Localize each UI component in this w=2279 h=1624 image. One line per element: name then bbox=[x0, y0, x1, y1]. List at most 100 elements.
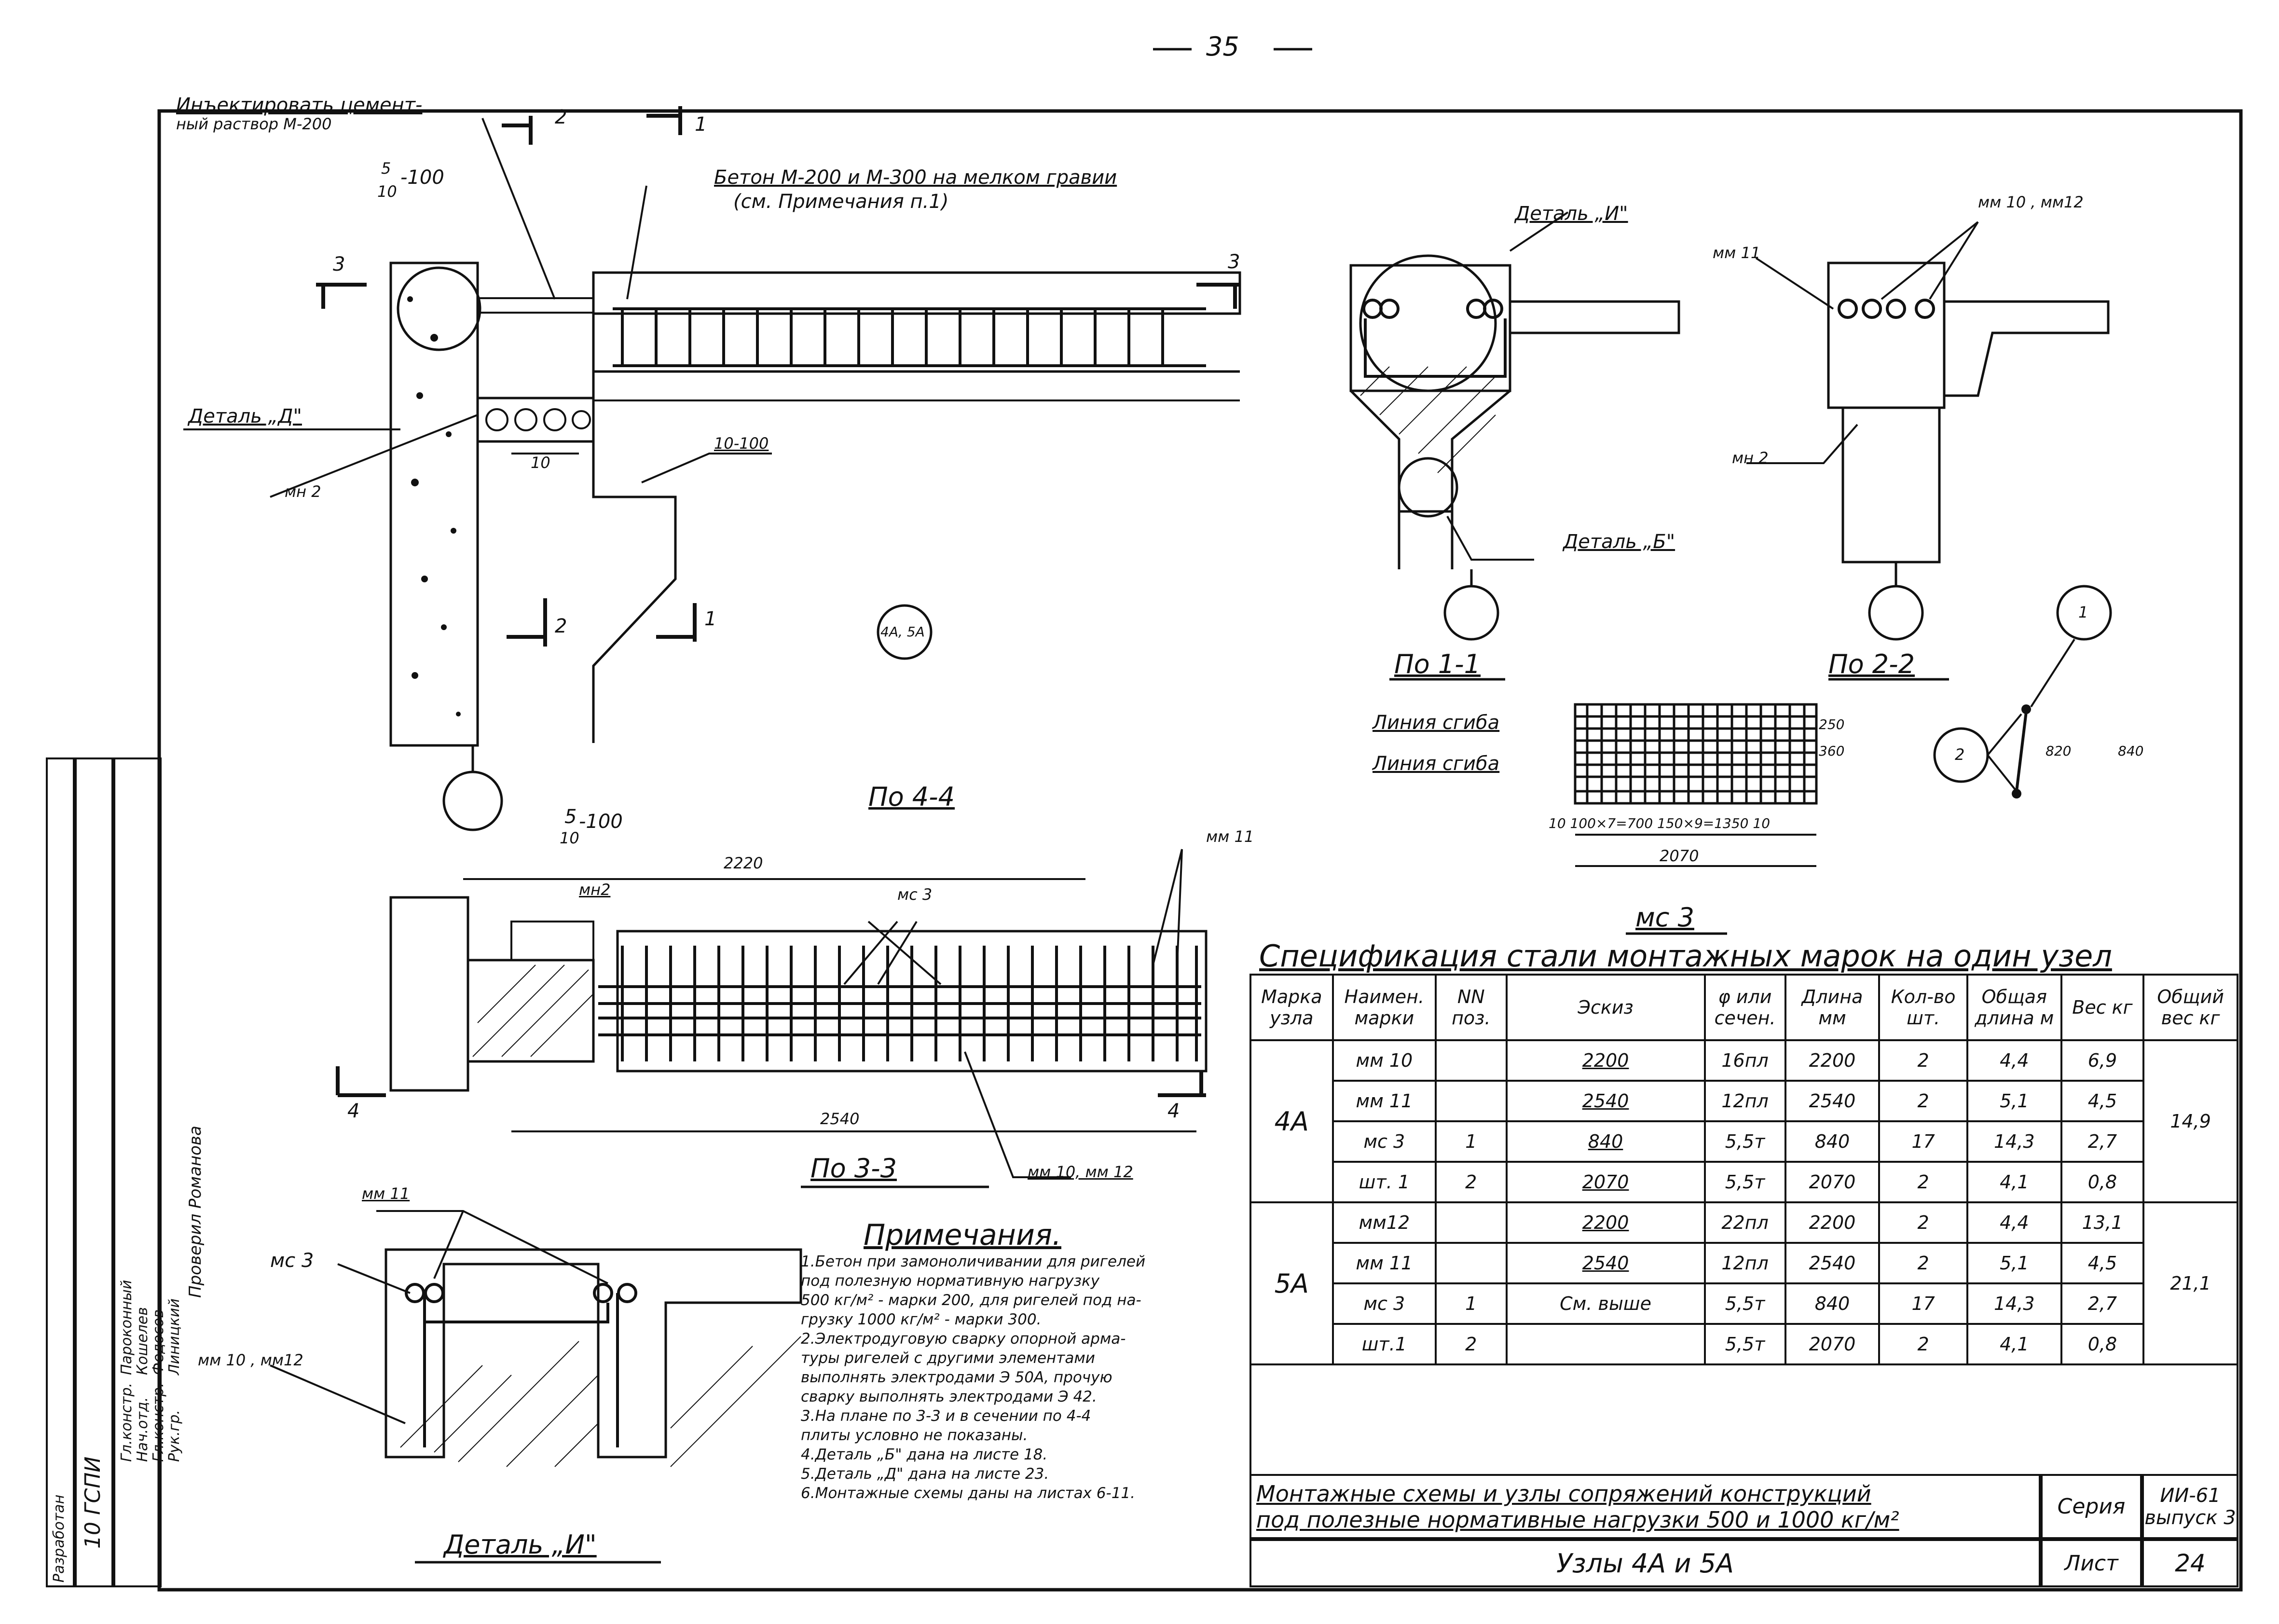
spec-cell: мм 11 bbox=[1332, 1242, 1437, 1284]
approvals-col-1 bbox=[46, 757, 75, 1587]
spec-cell: 17 bbox=[1878, 1282, 1968, 1325]
approvals-strip: Разработан 10 ГСПИ Гл.констр. Пароконный… bbox=[46, 757, 205, 1587]
spec-cell: 2540 bbox=[1784, 1242, 1881, 1284]
spec-cell: 2200 bbox=[1505, 1201, 1706, 1244]
label-mm11-33: мм 11 bbox=[1206, 827, 1254, 846]
spec-blank bbox=[1249, 1363, 2238, 1492]
table-row: мс 3 1 См. выше 5,5т 840 17 14,3 2,7 bbox=[1250, 1282, 2238, 1325]
approvals-checked: Проверил Романова bbox=[186, 1126, 205, 1298]
spec-cell: мс 3 bbox=[1332, 1282, 1437, 1325]
label-fraction-value-33: -100 bbox=[579, 811, 623, 833]
spec-cell: 5,1 bbox=[1966, 1242, 2062, 1284]
label-cut-4-right: 4 bbox=[1167, 1100, 1180, 1122]
label-dim-mesh: 10 100×7=700 150×9=1350 10 bbox=[1549, 815, 1771, 831]
spec-cell bbox=[1434, 1039, 1508, 1082]
spec-cell: 13,1 bbox=[2060, 1201, 2145, 1244]
label-concrete-note: (см. Примечания п.1) bbox=[733, 191, 949, 213]
spec-cell: шт. 1 bbox=[1332, 1161, 1437, 1203]
spec-cell: 5,5т bbox=[1703, 1161, 1786, 1203]
spec-cell: 12пл bbox=[1703, 1242, 1786, 1284]
label-dim-840: 840 bbox=[2118, 743, 2144, 759]
title-block: Монтажные схемы и узлы сопряжений констр… bbox=[1249, 1474, 2238, 1587]
spec-cell: 14,3 bbox=[1966, 1120, 2062, 1163]
spec-cell: 5,5т bbox=[1703, 1120, 1786, 1163]
spec-cell: 6,9 bbox=[2060, 1039, 2145, 1082]
label-dim-2070: 2070 bbox=[1660, 847, 1699, 865]
label-mm10-12-u: мм 10 , мм12 bbox=[198, 1351, 303, 1369]
spec-cell: 840 bbox=[1784, 1282, 1881, 1325]
spec-cell: 4,4 bbox=[1966, 1039, 2062, 1082]
label-dim-820: 820 bbox=[2046, 743, 2072, 759]
spec-header: Наимен. марки bbox=[1332, 974, 1437, 1041]
sheet-label-cell: Лист bbox=[2041, 1539, 2142, 1587]
label-dim-2220: 2220 bbox=[724, 854, 763, 872]
note-line: 1.Бетон при замоноличивании для ригелей bbox=[801, 1253, 1146, 1270]
spec-node: 5А bbox=[1249, 1201, 1334, 1365]
note-line: 500 кг/м² - марки 200, для ригелей под н… bbox=[801, 1292, 1141, 1309]
note-line: 2.Электродуговую сварку опорной арма- bbox=[801, 1330, 1126, 1348]
note-line: 5.Деталь „Д" дана на листе 23. bbox=[801, 1465, 1049, 1483]
label-detail-b: Деталь „Б" bbox=[1563, 531, 1675, 553]
note-line: сварку выполнять электродами Э 42. bbox=[801, 1388, 1097, 1405]
title-main-cell: Монтажные схемы и узлы сопряжений констр… bbox=[1249, 1474, 2041, 1539]
label-10-100: 10-100 bbox=[714, 434, 769, 453]
table-row-empty bbox=[1249, 1363, 2238, 1492]
label-cut-3-left: 3 bbox=[333, 253, 345, 275]
approvals-role-2: Нач.отд. bbox=[134, 1397, 151, 1462]
spec-header: Вес кг bbox=[2060, 974, 2145, 1041]
label-mm10-12-22: мм 10 , мм12 bbox=[1978, 193, 2084, 211]
label-fraction-top: 5 bbox=[381, 159, 391, 178]
spec-cell: 2070 bbox=[1784, 1161, 1881, 1203]
table-row: мс 3 1 840 5,5т 840 17 14,3 2,7 bbox=[1250, 1120, 2238, 1163]
spec-header: NN поз. bbox=[1434, 974, 1508, 1041]
spec-cell: 2070 bbox=[1505, 1161, 1706, 1203]
approvals-name-1: Пароконный bbox=[118, 1280, 135, 1375]
spec-cell: 5,5т bbox=[1703, 1282, 1786, 1325]
approvals-name-4: Линицкий bbox=[166, 1298, 183, 1375]
label-cut-3-right: 3 bbox=[1228, 251, 1240, 273]
section-4-4-title: По 4-4 bbox=[868, 782, 955, 812]
spec-cell: 2 bbox=[1434, 1323, 1508, 1365]
spec-cell: мс 3 bbox=[1332, 1120, 1437, 1163]
note-line: 3.На плане по 3-3 и в сечении по 4-4 bbox=[801, 1407, 1091, 1425]
label-fraction-top-33: 5 bbox=[564, 806, 577, 828]
spec-header: Кол-во шт. bbox=[1878, 974, 1968, 1041]
spec-total: 21,1 bbox=[2142, 1201, 2238, 1365]
label-dim-360: 360 bbox=[1819, 743, 1845, 759]
label-cut-2-top: 2 bbox=[555, 106, 567, 128]
label-dim-250: 250 bbox=[1819, 716, 1845, 732]
spec-cell: 17 bbox=[1878, 1120, 1968, 1163]
title-line-2: под полезные нормативные нагрузки 500 и … bbox=[1256, 1506, 1899, 1533]
table-row: шт. 1 2 2070 5,5т 2070 2 4,1 0,8 bbox=[1250, 1161, 2238, 1203]
spec-header: Общий вес кг bbox=[2142, 974, 2238, 1041]
label-circle-1: 1 bbox=[2078, 603, 2088, 621]
spec-cell: 0,8 bbox=[2060, 1161, 2145, 1203]
table-row: 5А мм12 2200 22пл 2200 2 4,4 13,1 21,1 bbox=[1249, 1201, 2238, 1365]
table-row: 4А мм 10 2200 16пл 2200 2 4,4 6,9 14,9 bbox=[1249, 1039, 2238, 1203]
spec-cell: 2 bbox=[1878, 1242, 1968, 1284]
spec-cell: 2070 bbox=[1784, 1323, 1881, 1365]
spec-cell: мм 11 bbox=[1332, 1080, 1437, 1122]
approvals-developed: Разработан bbox=[51, 1494, 68, 1583]
spec-cell: 840 bbox=[1505, 1120, 1706, 1163]
section-3-3-drawing bbox=[336, 849, 1208, 1188]
label-inject: Инъектировать цемент- bbox=[176, 94, 423, 116]
spec-cell: 2200 bbox=[1784, 1039, 1881, 1082]
label-mm10-mm12-33: мм 10, мм 12 bbox=[1028, 1163, 1133, 1181]
approvals-role-4: Рук.гр. bbox=[166, 1410, 183, 1462]
label-dim-2540: 2540 bbox=[820, 1110, 860, 1128]
note-line: под полезную нормативную нагрузку bbox=[801, 1272, 1100, 1290]
label-concrete: Бетон М-200 и М-300 на мелком гравии bbox=[714, 166, 1117, 189]
note-line: туры ригелей с другими элементами bbox=[801, 1349, 1095, 1367]
notes-block: Примечания. 1.Бетон при замоноличивании … bbox=[801, 1218, 1249, 1503]
spec-cell: мм12 bbox=[1332, 1201, 1437, 1244]
series-issue: выпуск 3 bbox=[2144, 1506, 2236, 1529]
spec-cell: 2,7 bbox=[2060, 1120, 2145, 1163]
spec-cell: 16пл bbox=[1703, 1039, 1786, 1082]
spec-cell: 2540 bbox=[1505, 1080, 1706, 1122]
spec-header: Марка узла bbox=[1249, 974, 1334, 1041]
spec-cell: 4,4 bbox=[1966, 1201, 2062, 1244]
label-circle-mark: 4А, 5А bbox=[880, 624, 925, 640]
spec-cell: 2 bbox=[1878, 1080, 1968, 1122]
